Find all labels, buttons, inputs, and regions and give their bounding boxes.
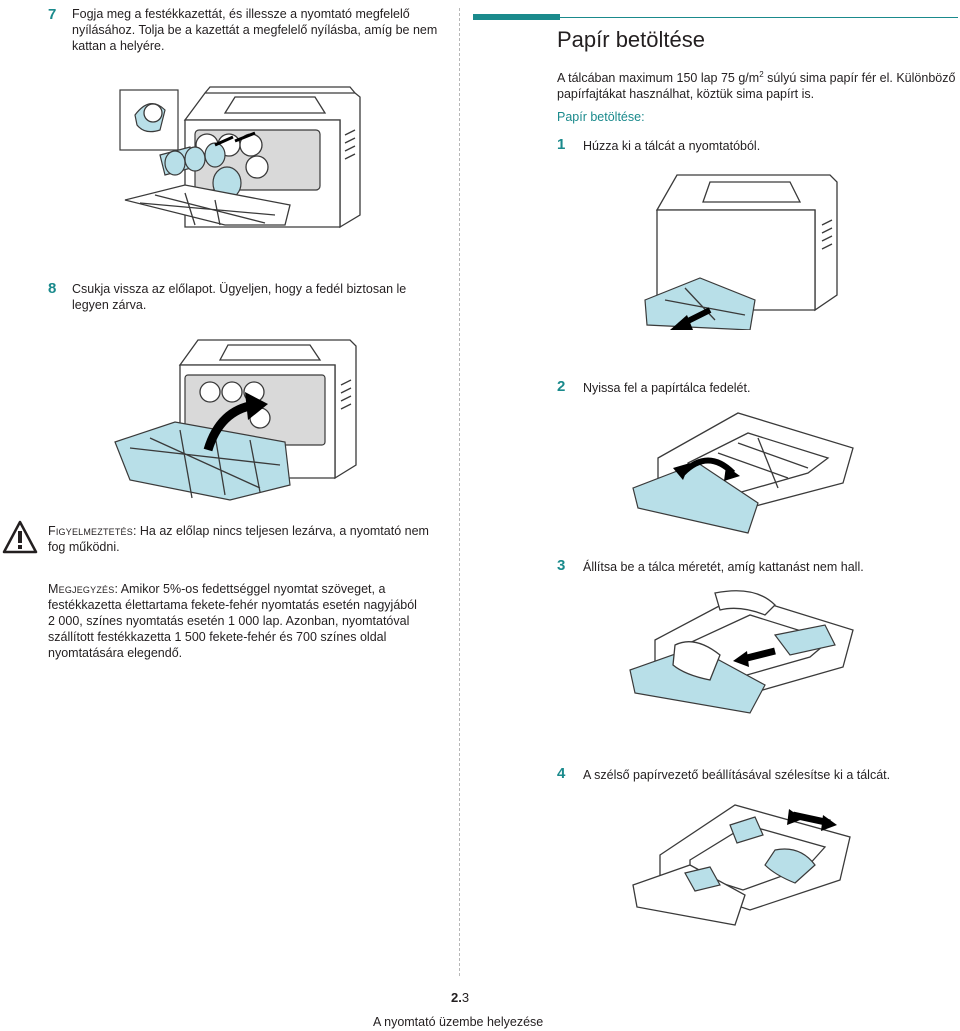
section-accent-line [560, 17, 958, 18]
widen-tray-illustration [632, 804, 851, 926]
toner-insertion-illustration [119, 86, 361, 229]
intro-part-b: súlyú sima papír fér el. Különböző [763, 71, 956, 86]
intro-part-a: A tálcában maximum 150 lap 75 g/m [557, 71, 760, 86]
step-4-number: 4 [557, 765, 566, 782]
step-8-number: 8 [48, 280, 57, 297]
step-1-text: Húzza ki a tálcát a nyomtatóból. [583, 139, 761, 153]
column-divider [459, 8, 460, 976]
note-line-4: szállított festékkazetta 1 500 fekete-fe… [48, 630, 387, 644]
section-title: Papír betöltése [557, 27, 705, 52]
step-4-text: A szélső papírvezető beállításával széle… [583, 768, 891, 782]
note-line-3: 2 000, színes nyomtatás esetén 1 000 lap… [48, 614, 410, 628]
page-number-page: 3 [461, 990, 470, 1005]
loading-label: Papír betöltése: [557, 110, 645, 124]
step-7-line-2: nyílásához. Tolja be a kazettát a megfel… [72, 23, 438, 37]
page-number-chapter: 2. [451, 990, 462, 1005]
page-number: 2.3 [451, 990, 469, 1005]
step-7-line-3: kattan a helyére. [72, 39, 165, 53]
footer-caption: A nyomtató üzembe helyezése [373, 1015, 544, 1029]
note-line-2: festékkazetta élettartama fekete-fehér n… [48, 598, 417, 612]
step-8-line-2: legyen zárva. [72, 298, 147, 312]
step-8-text: Csukja vissza az előlapot. Ügyeljen, hog… [72, 281, 452, 313]
step-7-number: 7 [48, 6, 57, 23]
front-cover-illustration [114, 339, 357, 501]
step-7-text: Fogja meg a festékkazettát, és illessze … [72, 6, 452, 54]
warning-body: : Ha az előlap nincs teljesen lezárva, a… [132, 524, 429, 538]
note-label: Megjegyzés [48, 582, 115, 596]
step-3-number: 3 [557, 557, 566, 574]
step-1-number: 1 [557, 136, 566, 153]
step-8-line-1: Csukja vissza az előlapot. Ügyeljen, hog… [72, 282, 407, 296]
step-3-text: Állítsa be a tálca méretét, amíg kattaná… [583, 560, 864, 574]
note-line-5: nyomtatására elegendő. [48, 646, 183, 660]
warning-body-2: fog működni. [48, 540, 120, 554]
section-accent-bar [473, 14, 560, 20]
warning-icon [2, 520, 38, 554]
intro-superscript: 2 [759, 70, 764, 79]
step-2-number: 2 [557, 378, 566, 395]
adjust-tray-size-illustration [629, 590, 854, 714]
step-7-line-1: Fogja meg a festékkazettát, és illessze … [72, 7, 410, 21]
note-line-1: : Amikor 5%-os fedettséggel nyomtat szöv… [114, 582, 386, 596]
note-text: Megjegyzés: Amikor 5%-os fedettséggel ny… [48, 581, 453, 661]
intro-text: A tálcában maximum 150 lap 75 g/m2 súlyú… [557, 67, 957, 102]
warning-text: Figyelmeztetés: Ha az előlap nincs telje… [48, 523, 453, 555]
pull-tray-illustration [644, 174, 838, 330]
step-2-text: Nyissa fel a papírtálca fedelét. [583, 381, 751, 395]
warning-label: Figyelmeztetés [48, 524, 133, 538]
open-tray-cover-illustration [632, 412, 854, 534]
intro-line-2: papírfajtákat használhat, köztük sima pa… [557, 87, 815, 102]
